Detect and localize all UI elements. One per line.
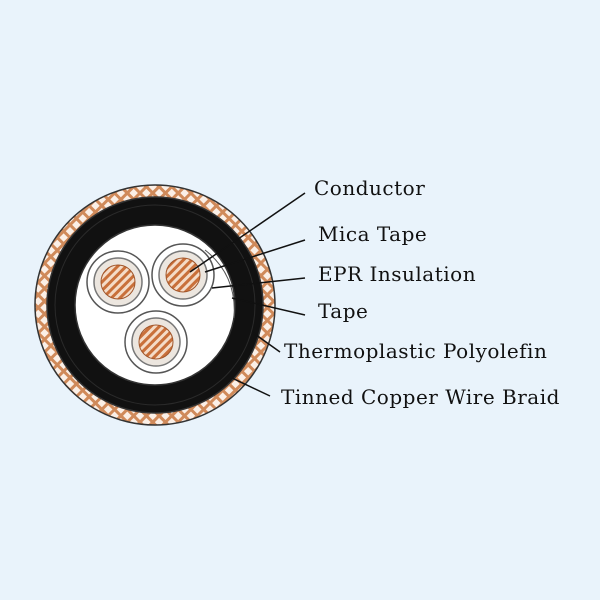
leader-line-braid bbox=[231, 377, 271, 397]
label-tape: Tape bbox=[318, 299, 369, 323]
label-epr-insulation: EPR Insulation bbox=[318, 262, 477, 286]
leader-line-mica-tape bbox=[204, 239, 306, 273]
core-2 bbox=[151, 243, 215, 307]
leader-line-tape bbox=[231, 297, 306, 316]
label-mica-tape: Mica Tape bbox=[318, 222, 428, 246]
sheath-inner-ring bbox=[54, 204, 256, 406]
tape-overlap-line bbox=[204, 249, 235, 319]
core-2-conductor bbox=[165, 257, 201, 293]
leader-line-sheath bbox=[251, 331, 281, 353]
label-thermoplastic-polyolefin: Thermoplastic Polyolefin bbox=[284, 339, 548, 363]
core-1 bbox=[86, 250, 150, 314]
core-3-conductor bbox=[138, 324, 174, 360]
core-3 bbox=[124, 310, 188, 374]
leader-line-epr-insulation bbox=[211, 277, 306, 289]
label-conductor: Conductor bbox=[314, 176, 426, 200]
label-tinned-copper-wire-braid: Tinned Copper Wire Braid bbox=[281, 385, 560, 409]
core-1-conductor bbox=[100, 264, 136, 300]
leader-line-conductor bbox=[189, 192, 306, 273]
